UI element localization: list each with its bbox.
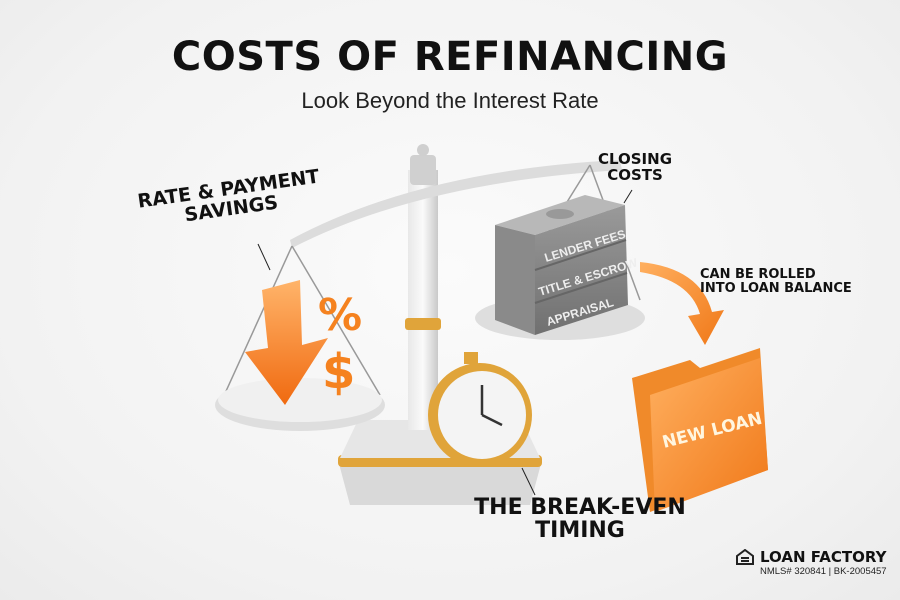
breakeven-label: THE BREAK-EVEN TIMING xyxy=(450,496,710,542)
down-arrow-icon xyxy=(245,280,328,405)
loan-factory-logo: LOAN FACTORY NMLS# 320841 | BK-2005457 xyxy=(736,548,887,577)
curved-arrow-icon xyxy=(640,262,724,345)
clock-icon xyxy=(428,352,532,467)
brand-name: LOAN FACTORY xyxy=(760,548,887,566)
breakeven-label-line: TIMING xyxy=(535,518,625,544)
closing-label-line: CLOSING xyxy=(597,150,673,168)
breakeven-label-line: THE BREAK-EVEN xyxy=(474,495,686,520)
rolled-label-line: INTO LOAN BALANCE xyxy=(700,280,852,296)
leader-line xyxy=(257,243,271,271)
nmls-number: NMLS# 320841 | BK-2005457 xyxy=(760,566,887,577)
page-title: COSTS OF REFINANCING xyxy=(171,34,729,80)
rolled-label-line: CAN BE ROLLED xyxy=(700,267,816,282)
scale-beam xyxy=(290,160,622,248)
closing-cost-stack xyxy=(495,195,628,335)
dollar-symbol: $ xyxy=(322,344,355,400)
equal-housing-lender-icon xyxy=(736,549,754,565)
leader-line xyxy=(623,189,633,204)
left-pan xyxy=(215,245,385,431)
page-subtitle: Look Beyond the Interest Rate xyxy=(301,88,599,113)
rolled-label: CAN BE ROLLED INTO LOAN BALANCE xyxy=(700,268,860,295)
scale-pole xyxy=(408,170,438,430)
closing-label-line: COSTS xyxy=(607,165,663,184)
pole-gold-ring xyxy=(405,318,441,330)
percent-symbol: % xyxy=(318,290,362,341)
leader-line xyxy=(521,467,536,496)
new-loan-folder-icon xyxy=(632,348,768,512)
closing-costs-label: CLOSING COSTS xyxy=(590,150,680,184)
